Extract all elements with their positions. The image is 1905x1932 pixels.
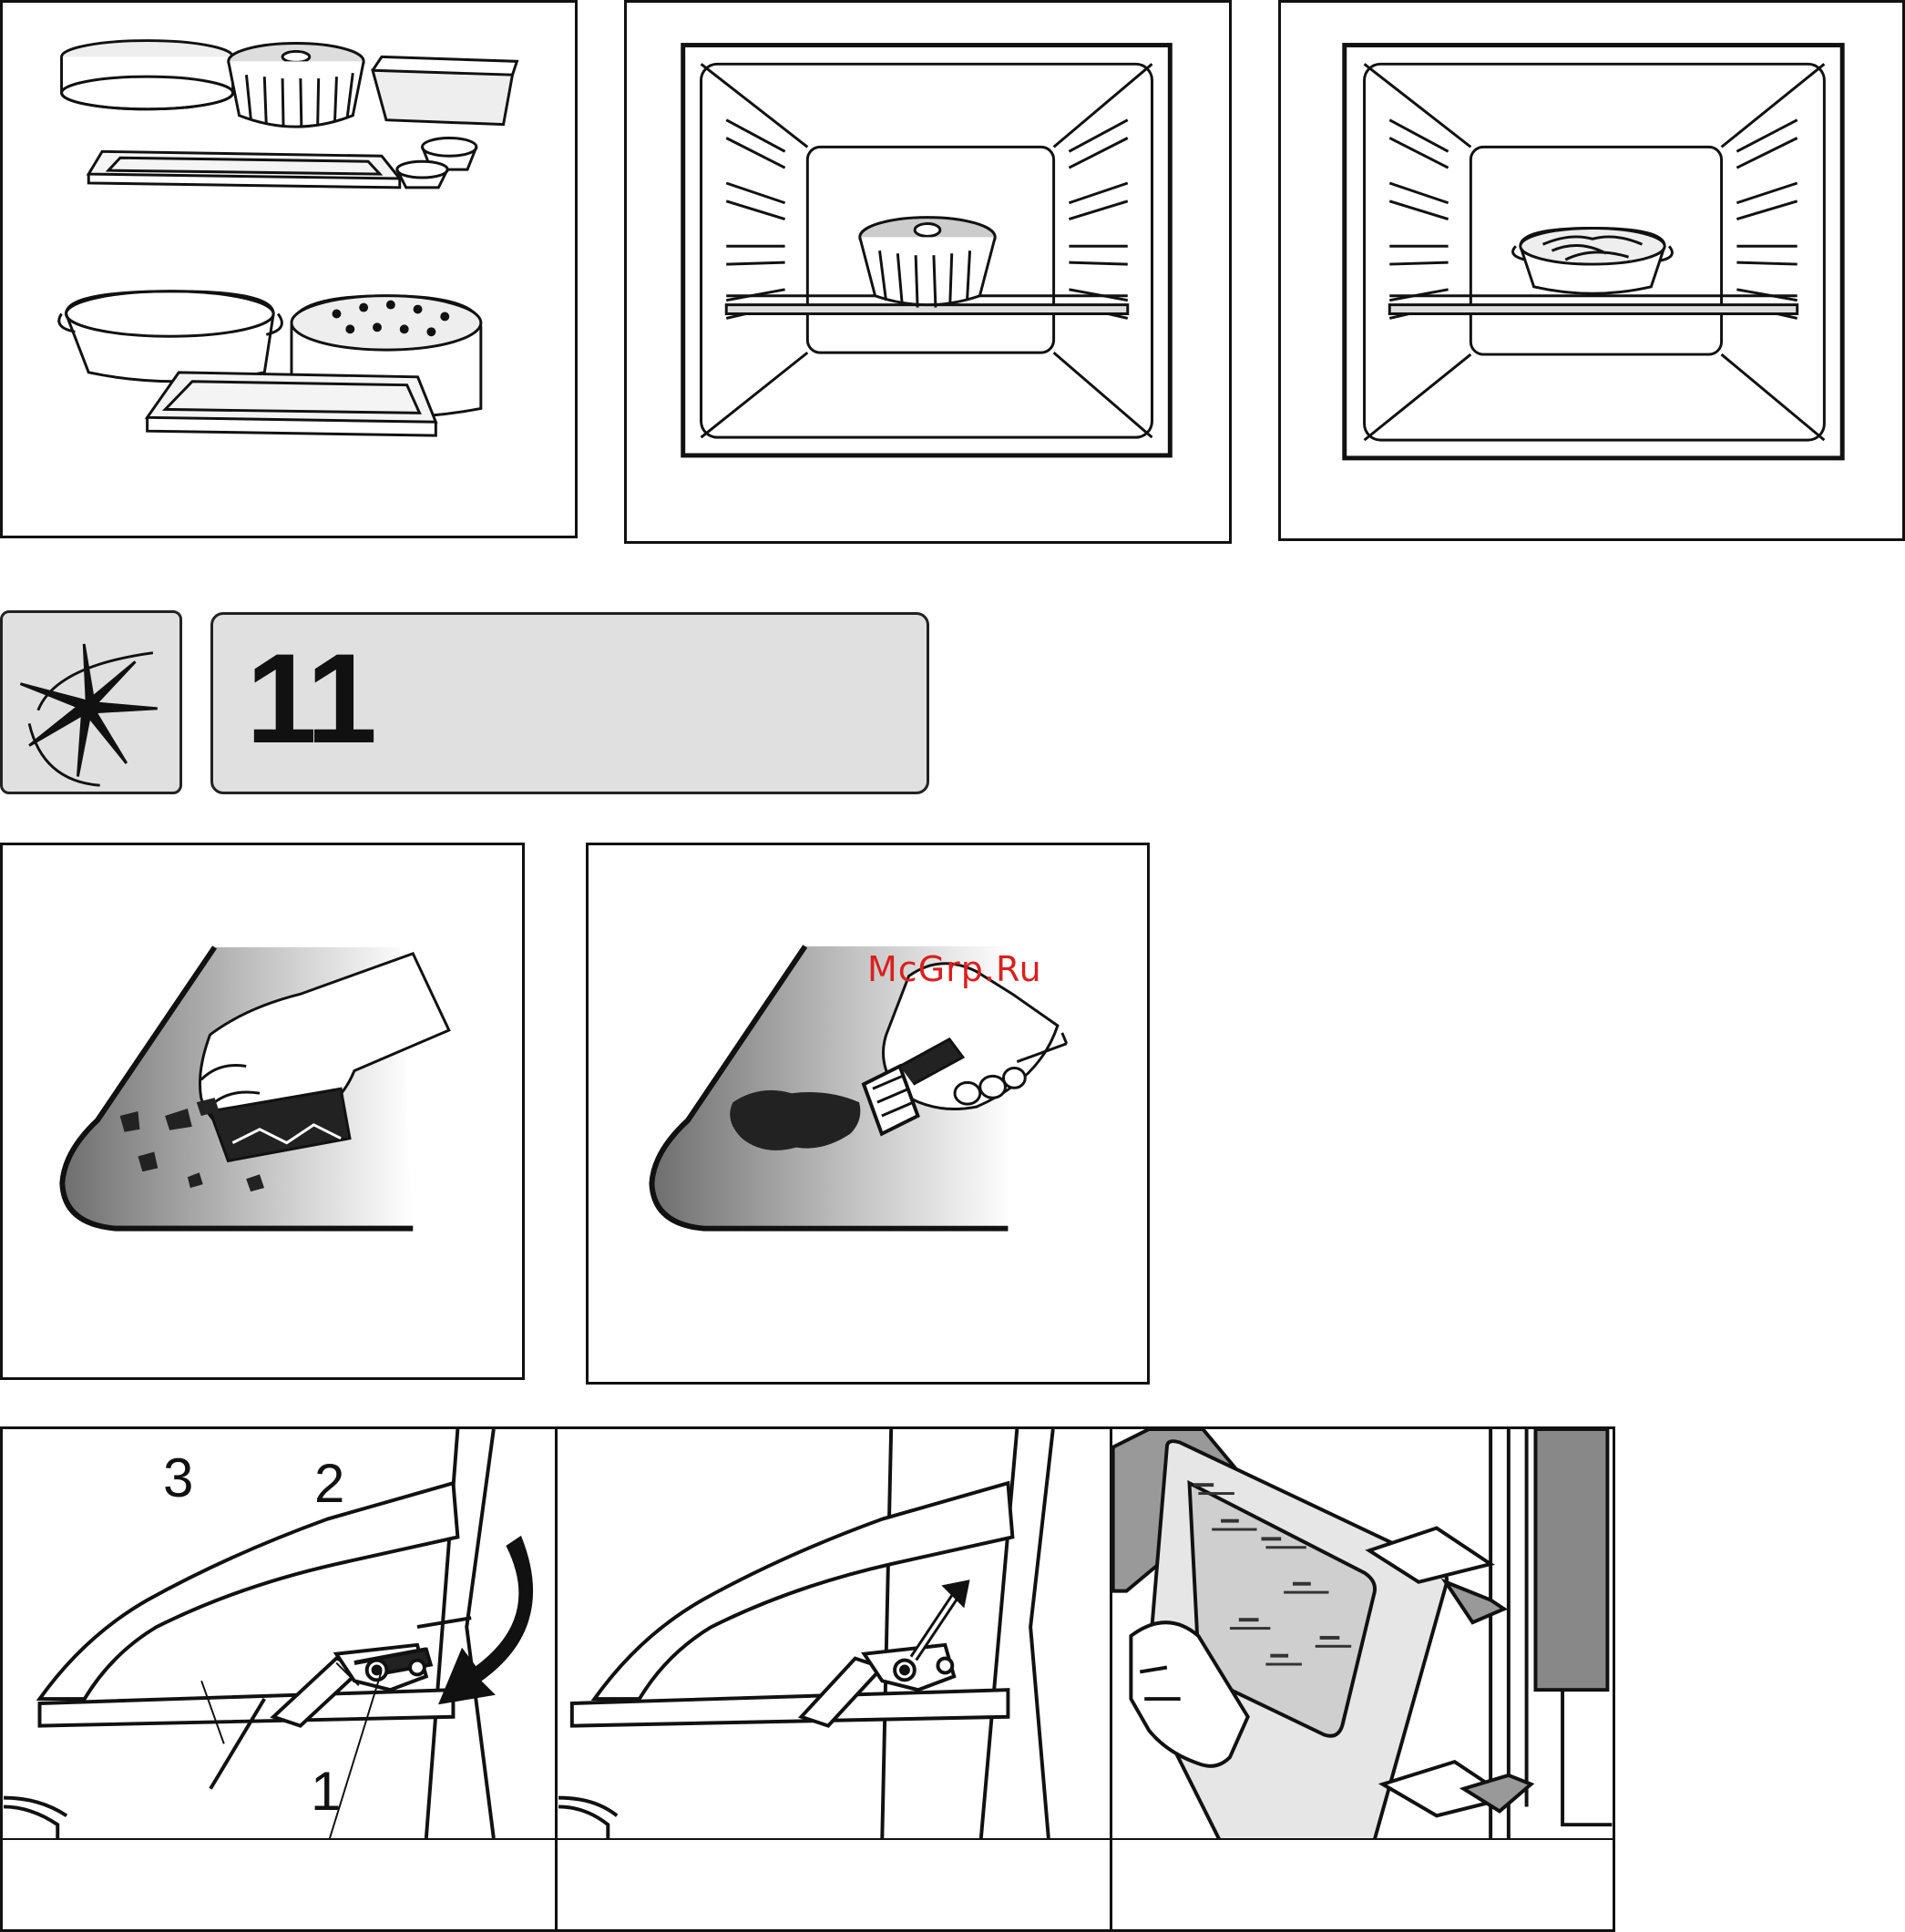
hinge-step-2-caption-area xyxy=(555,1840,1112,1932)
oven-cavity-drawing-2 xyxy=(1281,3,1902,538)
bakeware-illustration xyxy=(0,0,578,538)
section-number: 11 xyxy=(246,635,374,762)
door-removal-caption-area xyxy=(1110,1840,1615,1932)
hinge-step-1-caption-area xyxy=(0,1840,558,1932)
callout-label-1: 1 xyxy=(311,1764,341,1819)
door-removal-illustration xyxy=(1110,1426,1615,1841)
cleaning-wipe-illustration xyxy=(0,843,525,1380)
callout-label-2: 2 xyxy=(314,1457,344,1511)
hinge-step-1-illustration: 3 2 1 xyxy=(0,1426,558,1841)
oven-cavity-drawing-1 xyxy=(627,3,1229,541)
section-header-bar: 11 xyxy=(210,612,929,794)
hinge-step-2-illustration xyxy=(555,1426,1112,1841)
enamel-wipe-drawing xyxy=(3,845,522,1377)
enamel-scrape-drawing xyxy=(589,845,1147,1382)
oven-casserole-illustration xyxy=(1278,0,1905,541)
callout-label-3: 3 xyxy=(163,1451,193,1506)
oven-bundt-cake-illustration xyxy=(624,0,1232,544)
cleaning-scraper-illustration: McGrp.Ru xyxy=(586,843,1150,1385)
hinge-drawing-1 xyxy=(3,1429,555,1838)
sparkle-cleaning-icon xyxy=(0,610,182,794)
hinge-drawing-2 xyxy=(558,1429,1110,1838)
watermark: McGrp.Ru xyxy=(867,949,1042,989)
bakeware-drawing xyxy=(3,3,575,536)
door-removal-drawing xyxy=(1112,1429,1613,1838)
